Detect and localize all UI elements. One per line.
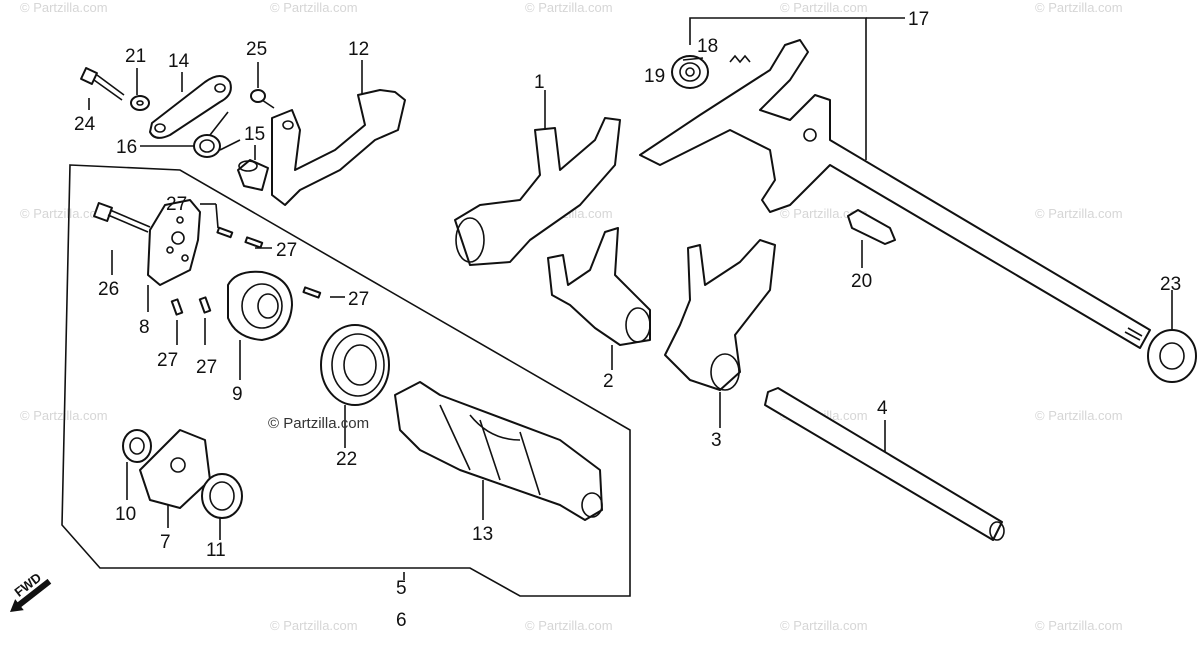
watermark: © Partzilla.com	[1035, 408, 1123, 423]
leader-lines	[88, 17, 1173, 580]
washer-21	[130, 95, 150, 111]
callout-27: 27	[157, 350, 178, 371]
pin-20	[847, 209, 896, 245]
watermark: © Partzilla.com	[1035, 0, 1123, 15]
stopper-arm-14	[149, 75, 232, 139]
callout-14: 14	[168, 51, 190, 72]
oil-seal-11	[201, 473, 243, 519]
callout-12: 12	[348, 39, 369, 60]
callout-3: 3	[711, 430, 722, 451]
drum-stopper-12	[271, 89, 406, 206]
bolt-24	[80, 67, 125, 101]
callout-4: 4	[877, 398, 888, 419]
callout-labels: 1 2 3 4 5 6 7 8 9 10 11 12 13 14 15 16 1…	[74, 9, 1181, 631]
callout-19: 19	[644, 66, 665, 87]
callout-27: 27	[348, 289, 369, 310]
callout-18: 18	[697, 36, 718, 57]
callout-27: 27	[196, 357, 217, 378]
callout-8: 8	[139, 317, 150, 338]
callout-16: 16	[116, 137, 137, 158]
shift-drum-13	[394, 381, 603, 521]
cam-9	[227, 270, 293, 341]
spindle-17	[639, 39, 1151, 349]
spring-16	[193, 111, 241, 158]
callout-23: 23	[1160, 274, 1181, 295]
watermark-layer: © Partzilla.com © Partzilla.com © Partzi…	[20, 0, 1123, 633]
bolt-25	[250, 89, 275, 109]
oil-seal-10	[122, 429, 152, 463]
watermark: © Partzilla.com	[1035, 206, 1123, 221]
shift-fork-1	[454, 117, 621, 266]
shift-fork-2	[547, 227, 651, 346]
callout-25: 25	[246, 39, 267, 60]
watermark: © Partzilla.com	[270, 0, 358, 15]
callout-17: 17	[908, 9, 929, 30]
watermark: © Partzilla.com	[20, 206, 108, 221]
callout-10: 10	[115, 504, 136, 525]
watermark: © Partzilla.com	[780, 0, 868, 15]
fwd-arrow-icon: FWD	[10, 570, 52, 612]
callout-26: 26	[98, 279, 119, 300]
callout-11: 11	[206, 540, 226, 561]
watermark: © Partzilla.com	[270, 618, 358, 633]
plate-8	[147, 199, 201, 286]
callout-15: 15	[244, 124, 265, 145]
watermark: © Partzilla.com	[1035, 618, 1123, 633]
callout-1: 1	[534, 72, 545, 93]
callout-13: 13	[472, 524, 493, 545]
watermark: © Partzilla.com	[780, 618, 868, 633]
callout-6: 6	[396, 610, 407, 631]
center-watermark: © Partzilla.com	[268, 415, 369, 432]
watermark: © Partzilla.com	[525, 0, 613, 15]
fork-shaft-4	[764, 387, 1005, 541]
shift-fork-3	[664, 239, 776, 391]
callout-27: 27	[166, 194, 187, 215]
callout-21: 21	[125, 46, 146, 67]
callout-9: 9	[232, 384, 243, 405]
callout-7: 7	[160, 532, 171, 553]
watermark: © Partzilla.com	[780, 206, 868, 221]
pins-27	[170, 226, 322, 316]
assembly-outline	[61, 164, 631, 597]
watermark: © Partzilla.com	[20, 0, 108, 15]
watermark: © Partzilla.com	[525, 618, 613, 633]
bearing-22	[320, 324, 390, 406]
spring-18	[729, 54, 751, 64]
collar-15	[237, 159, 269, 191]
bolt-26	[93, 202, 151, 233]
callout-20: 20	[851, 271, 872, 292]
callout-2: 2	[603, 371, 614, 392]
callout-22: 22	[336, 449, 357, 470]
callout-24: 24	[74, 114, 96, 135]
spring-19	[671, 55, 709, 89]
callout-27: 27	[276, 240, 297, 261]
callout-5: 5	[396, 578, 407, 599]
